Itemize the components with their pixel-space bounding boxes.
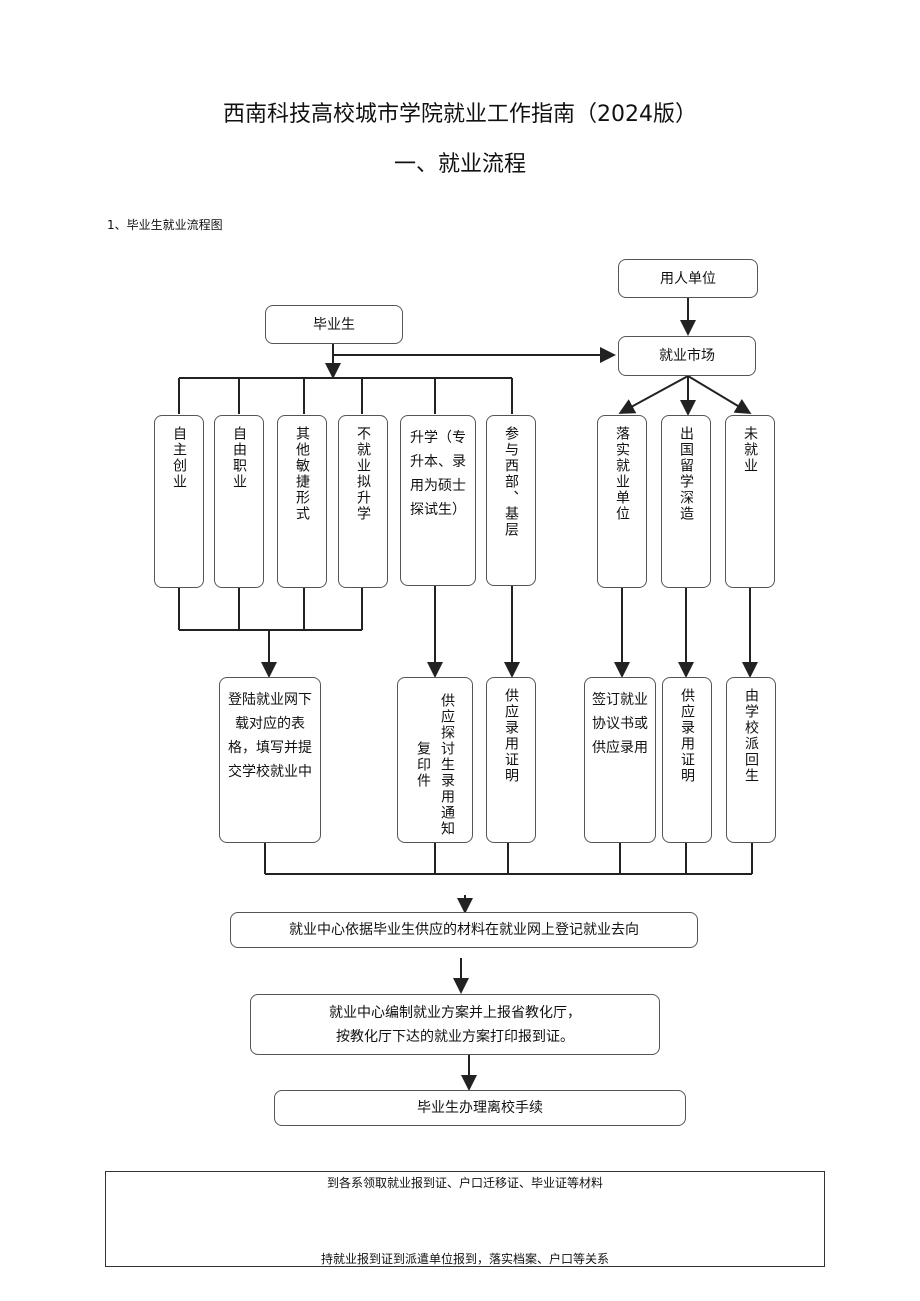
center-register-destination: 就业中心依据毕业生供应的材料在就业网上登记就业去向 [230, 912, 698, 948]
center-employment-plan: 就业中心编制就业方案并上报省教化厅， 按教化厅下达的就业方案打印报到证。 [250, 994, 660, 1055]
result-admission-copy: 供应探讨生录用通知复印件 [397, 677, 473, 843]
center-plan-line1: 就业中心编制就业方案并上报省教化厅， [329, 1005, 581, 1021]
option-further-study-plan: 不就业拟升学 [338, 415, 388, 588]
option-study-abroad: 出国留学深造 [661, 415, 711, 588]
result-sent-back: 由学校派回生 [726, 677, 776, 843]
result-hire-proof-b: 供应录用证明 [662, 677, 712, 843]
option-further-study: 升学（专升本、录用为硕士探试生） [400, 415, 476, 586]
option-unemployed: 未就业 [725, 415, 775, 588]
result-hire-proof-a: 供应录用证明 [486, 677, 536, 843]
option-employment-secured: 落实就业单位 [597, 415, 647, 588]
note-line2: 持就业报到证到派遣单位报到，落实档案、户口等关系 [320, 1252, 609, 1266]
subsection-label: 1、毕业生就业流程图 [107, 218, 223, 232]
document-title: 西南科技高校城市学院就业工作指南（2024版） [223, 102, 697, 127]
result-register-online: 登陆就业网下载对应的表格，填写并提交学校就业中 [219, 677, 321, 843]
center-plan-line2: 按教化厅下达的就业方案打印报到证。 [336, 1029, 574, 1045]
bottom-note-box: 到各系领取就业报到证、户口迁移证、毕业证等材料 持就业报到证到派遣单位报到，落实… [105, 1171, 825, 1267]
option-freelance: 自由职业 [214, 415, 264, 588]
center-leave-school: 毕业生办理离校手续 [274, 1090, 686, 1126]
option-self-employment: 自主创业 [154, 415, 204, 588]
option-other-flexible: 其他敏捷形式 [277, 415, 327, 588]
graduate-box: 毕业生 [265, 305, 403, 344]
job-market-box: 就业市场 [618, 336, 756, 376]
note-line1: 到各系领取就业报到证、户口迁移证、毕业证等材料 [326, 1176, 603, 1190]
employer-box: 用人单位 [618, 259, 758, 298]
result-sign-agreement: 签订就业协议书或供应录用 [584, 677, 656, 843]
option-west-grassroots: 参与西部、基层 [486, 415, 536, 586]
section-title: 一、就业流程 [393, 152, 526, 177]
